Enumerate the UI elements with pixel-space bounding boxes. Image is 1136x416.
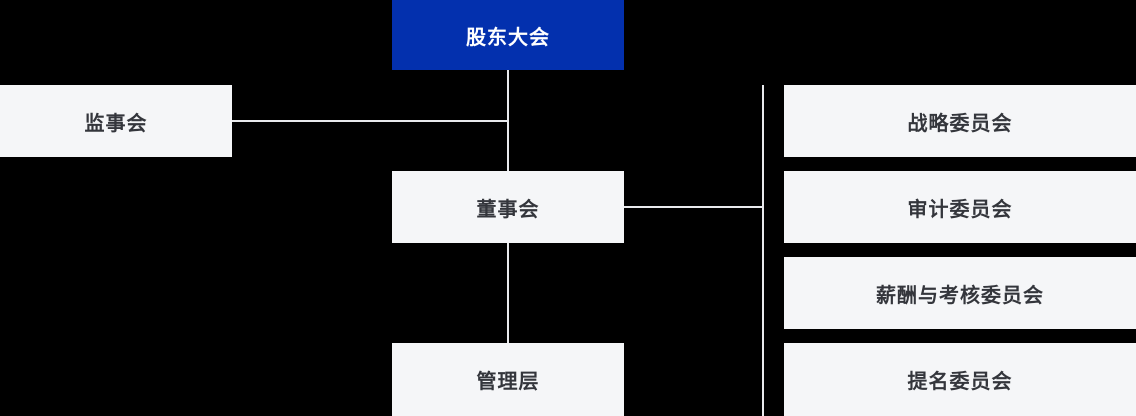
node-remuneration-assessment-committee: 薪酬与考核委员会 bbox=[784, 257, 1136, 329]
node-shareholders-meeting: 股东大会 bbox=[392, 0, 624, 70]
node-supervisory-board: 监事会 bbox=[0, 85, 232, 157]
node-board-of-directors: 董事会 bbox=[392, 171, 624, 243]
connector-committees-rail bbox=[762, 85, 764, 416]
node-nomination-committee: 提名委员会 bbox=[784, 343, 1136, 416]
node-strategy-committee: 战略委员会 bbox=[784, 85, 1136, 157]
connector-board-committees bbox=[624, 206, 764, 208]
node-management: 管理层 bbox=[392, 343, 624, 416]
connector-board-management bbox=[507, 243, 509, 343]
node-audit-committee: 审计委员会 bbox=[784, 171, 1136, 243]
connector-shareholders-board bbox=[507, 70, 509, 171]
connector-supervisory-center bbox=[232, 120, 507, 122]
